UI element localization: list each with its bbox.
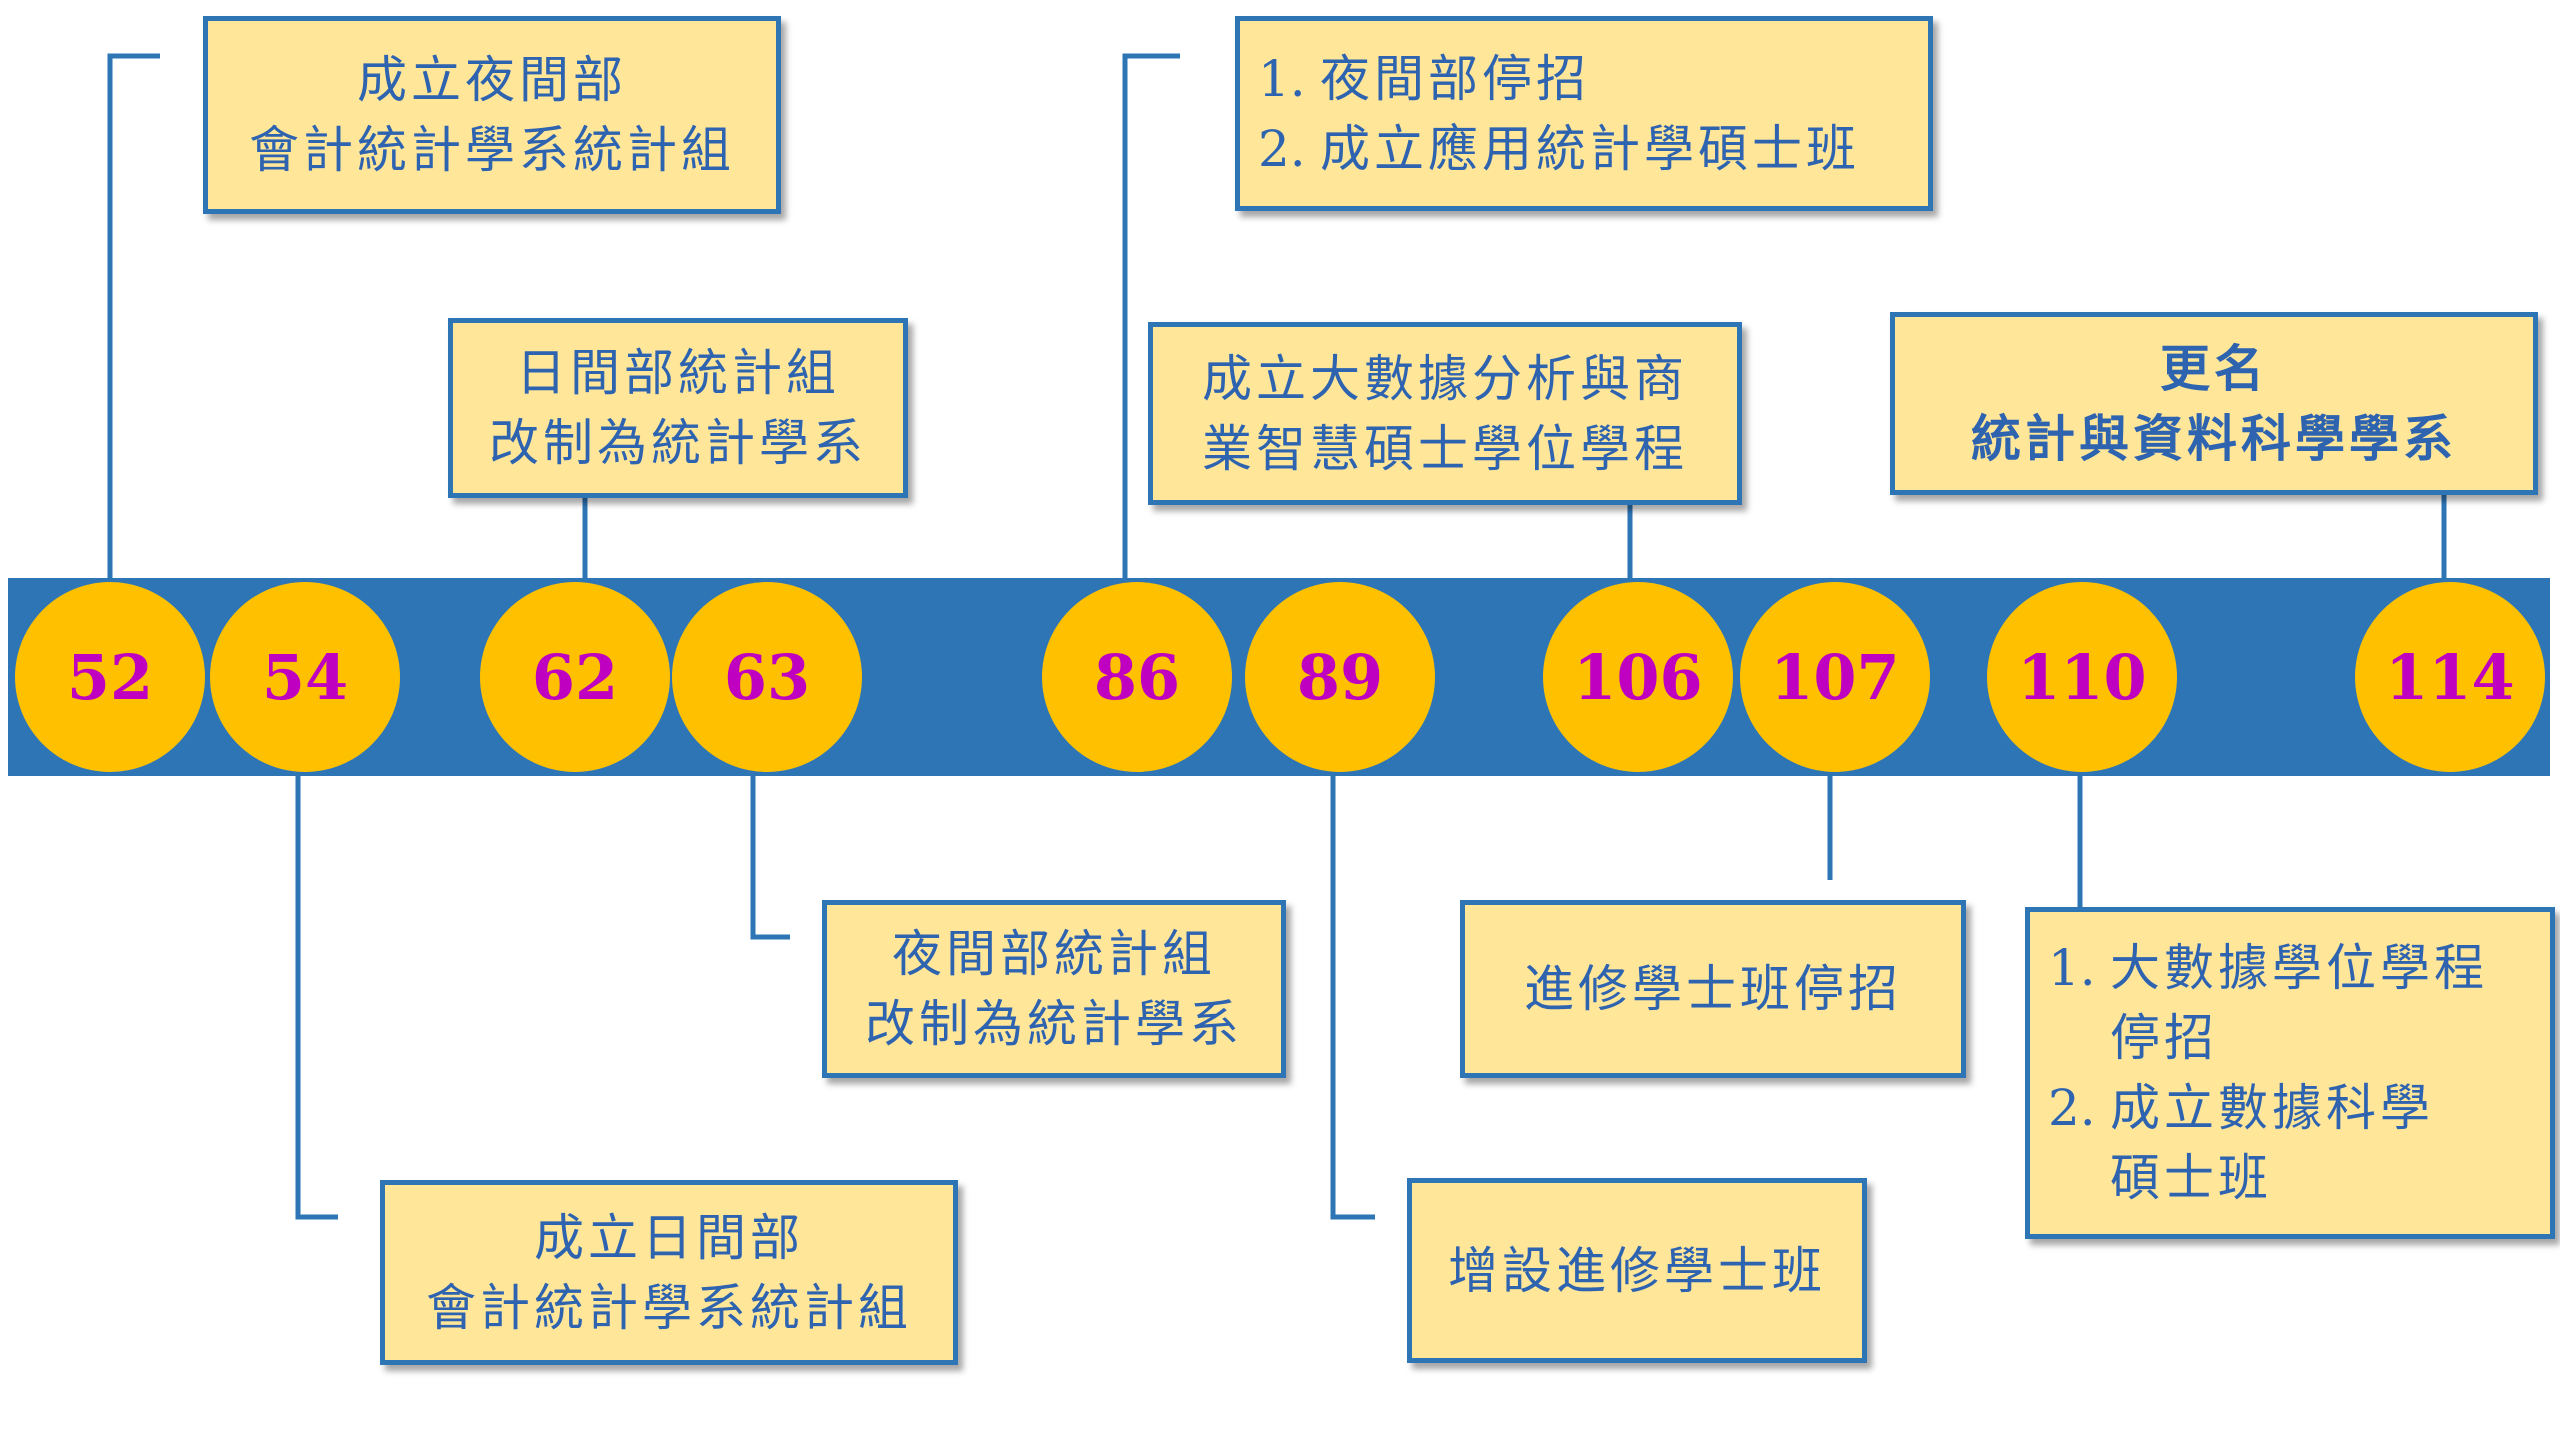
list-number: 2. (1258, 119, 1306, 178)
year-circle-106: 106 (1543, 582, 1733, 772)
event-text-line: 會計統計學系統計組 (426, 1278, 912, 1337)
connector-52 (107, 53, 160, 580)
event-text-line: 成立夜間部 (357, 51, 627, 109)
year-circle-62: 62 (480, 582, 670, 772)
event-text-line: 業智慧碩士學位學程 (1202, 419, 1688, 478)
list-text: 夜間部停招 (1320, 49, 1590, 108)
event-box-106: 成立大數據分析與商 業智慧碩士學位學程 (1148, 322, 1742, 505)
year-label: 54 (261, 640, 349, 714)
list-number: 2. (2048, 1079, 2096, 1137)
year-circle-52: 52 (15, 582, 205, 772)
year-label: 63 (723, 640, 811, 714)
year-circle-89: 89 (1245, 582, 1435, 772)
event-box-63: 夜間部統計組 改制為統計學系 (822, 900, 1286, 1078)
event-text-line: 進修學士班停招 (1524, 960, 1902, 1018)
event-text-line: 統計與資料科學學系 (1971, 408, 2457, 468)
year-label: 62 (531, 640, 619, 714)
list-text-continued: 停招 (2110, 1009, 2218, 1067)
year-label: 110 (2017, 640, 2147, 714)
list-number: 1. (2048, 939, 2096, 997)
event-list-item: 2.成立數據科學 (2048, 1073, 2434, 1143)
list-text: 成立數據科學 (2110, 1079, 2434, 1137)
event-text-line: 成立日間部 (534, 1208, 804, 1267)
event-text-line: 增設進修學士班 (1448, 1241, 1826, 1300)
year-circle-114: 114 (2355, 582, 2545, 772)
year-label: 86 (1093, 640, 1181, 714)
event-text-line: 夜間部統計組 (892, 925, 1216, 983)
year-circle-54: 54 (210, 582, 400, 772)
year-circle-86: 86 (1042, 582, 1232, 772)
event-text-line: 更名 (2160, 338, 2268, 398)
event-box-52: 成立夜間部 會計統計學系統計組 (203, 16, 781, 214)
list-text: 成立應用統計學碩士班 (1320, 119, 1860, 178)
event-box-114: 更名 統計與資料科學學系 (1890, 312, 2538, 495)
event-text-line: 改制為統計學系 (489, 414, 867, 472)
event-text-line: 改制為統計學系 (865, 995, 1243, 1053)
event-list-item: 1.大數據學位學程 (2048, 933, 2488, 1003)
year-circle-110: 110 (1987, 582, 2177, 772)
event-box-62: 日間部統計組 改制為統計學系 (448, 318, 908, 498)
event-text-line: 成立大數據分析與商 (1202, 349, 1688, 408)
event-text-line: 日間部統計組 (516, 344, 840, 402)
event-box-86: 1.夜間部停招 2.成立應用統計學碩士班 (1235, 16, 1933, 211)
connector-89 (1330, 775, 1375, 1220)
year-circle-63: 63 (672, 582, 862, 772)
connector-86 (1122, 53, 1180, 580)
year-label: 89 (1296, 640, 1384, 714)
connector-54 (295, 775, 338, 1220)
year-label: 114 (2385, 640, 2515, 714)
event-box-89: 增設進修學士班 (1407, 1178, 1867, 1363)
list-number: 1. (1258, 49, 1306, 108)
event-box-110: 1.大數據學位學程 停招 2.成立數據科學 碩士班 (2025, 907, 2555, 1239)
list-text-continued: 碩士班 (2110, 1149, 2272, 1207)
connector-63 (750, 775, 790, 940)
year-label: 106 (1573, 640, 1703, 714)
list-text: 大數據學位學程 (2110, 939, 2488, 997)
year-label: 52 (66, 640, 154, 714)
year-circle-107: 107 (1740, 582, 1930, 772)
year-label: 107 (1770, 640, 1900, 714)
event-list-item: 1.夜間部停招 (1258, 44, 1590, 114)
event-box-107: 進修學士班停招 (1460, 900, 1966, 1078)
event-box-54: 成立日間部 會計統計學系統計組 (380, 1180, 958, 1365)
event-text-line: 會計統計學系統計組 (249, 121, 735, 179)
event-list-item: 2.成立應用統計學碩士班 (1258, 114, 1860, 184)
